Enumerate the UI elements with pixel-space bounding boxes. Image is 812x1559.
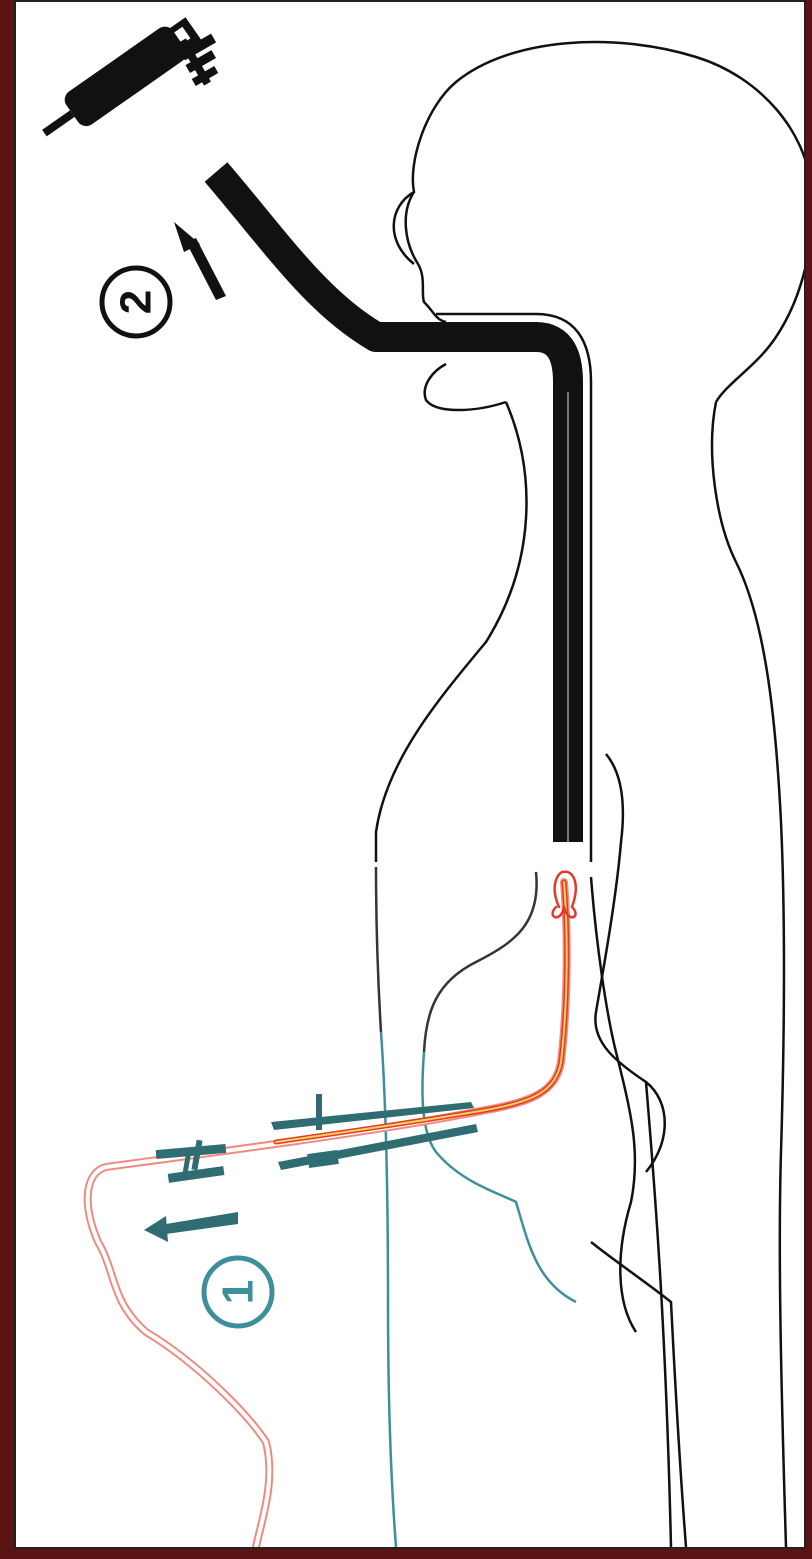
endoscopy-diagram: 1 2 bbox=[16, 2, 804, 1547]
insertion-tube bbox=[216, 172, 568, 842]
back-outline bbox=[712, 402, 786, 1547]
step-2-label: 2 bbox=[112, 290, 161, 314]
endoscope bbox=[33, 12, 568, 842]
endoscope-handle bbox=[33, 12, 205, 149]
posterior-line-3 bbox=[591, 1242, 686, 1547]
abdomen-midline bbox=[381, 1032, 396, 1547]
step-1-label: 1 bbox=[214, 1280, 263, 1304]
body-outline-upper bbox=[376, 42, 804, 1547]
chin-outline bbox=[425, 364, 506, 410]
stomach-outline-dark bbox=[376, 867, 537, 1052]
posterior-line-2 bbox=[591, 877, 636, 1332]
chest-outline bbox=[376, 402, 526, 862]
step-1-marker: 1 bbox=[204, 1258, 272, 1326]
arrow-step-2 bbox=[174, 222, 226, 300]
face-outline bbox=[406, 192, 446, 322]
guide-wire bbox=[88, 872, 576, 1547]
stomach-curve bbox=[422, 1052, 576, 1302]
diagram-frame: 1 2 bbox=[14, 0, 806, 1549]
step-2-marker: 2 bbox=[102, 268, 170, 336]
control-knobs bbox=[179, 34, 218, 86]
arrow-step-1 bbox=[144, 1212, 238, 1242]
